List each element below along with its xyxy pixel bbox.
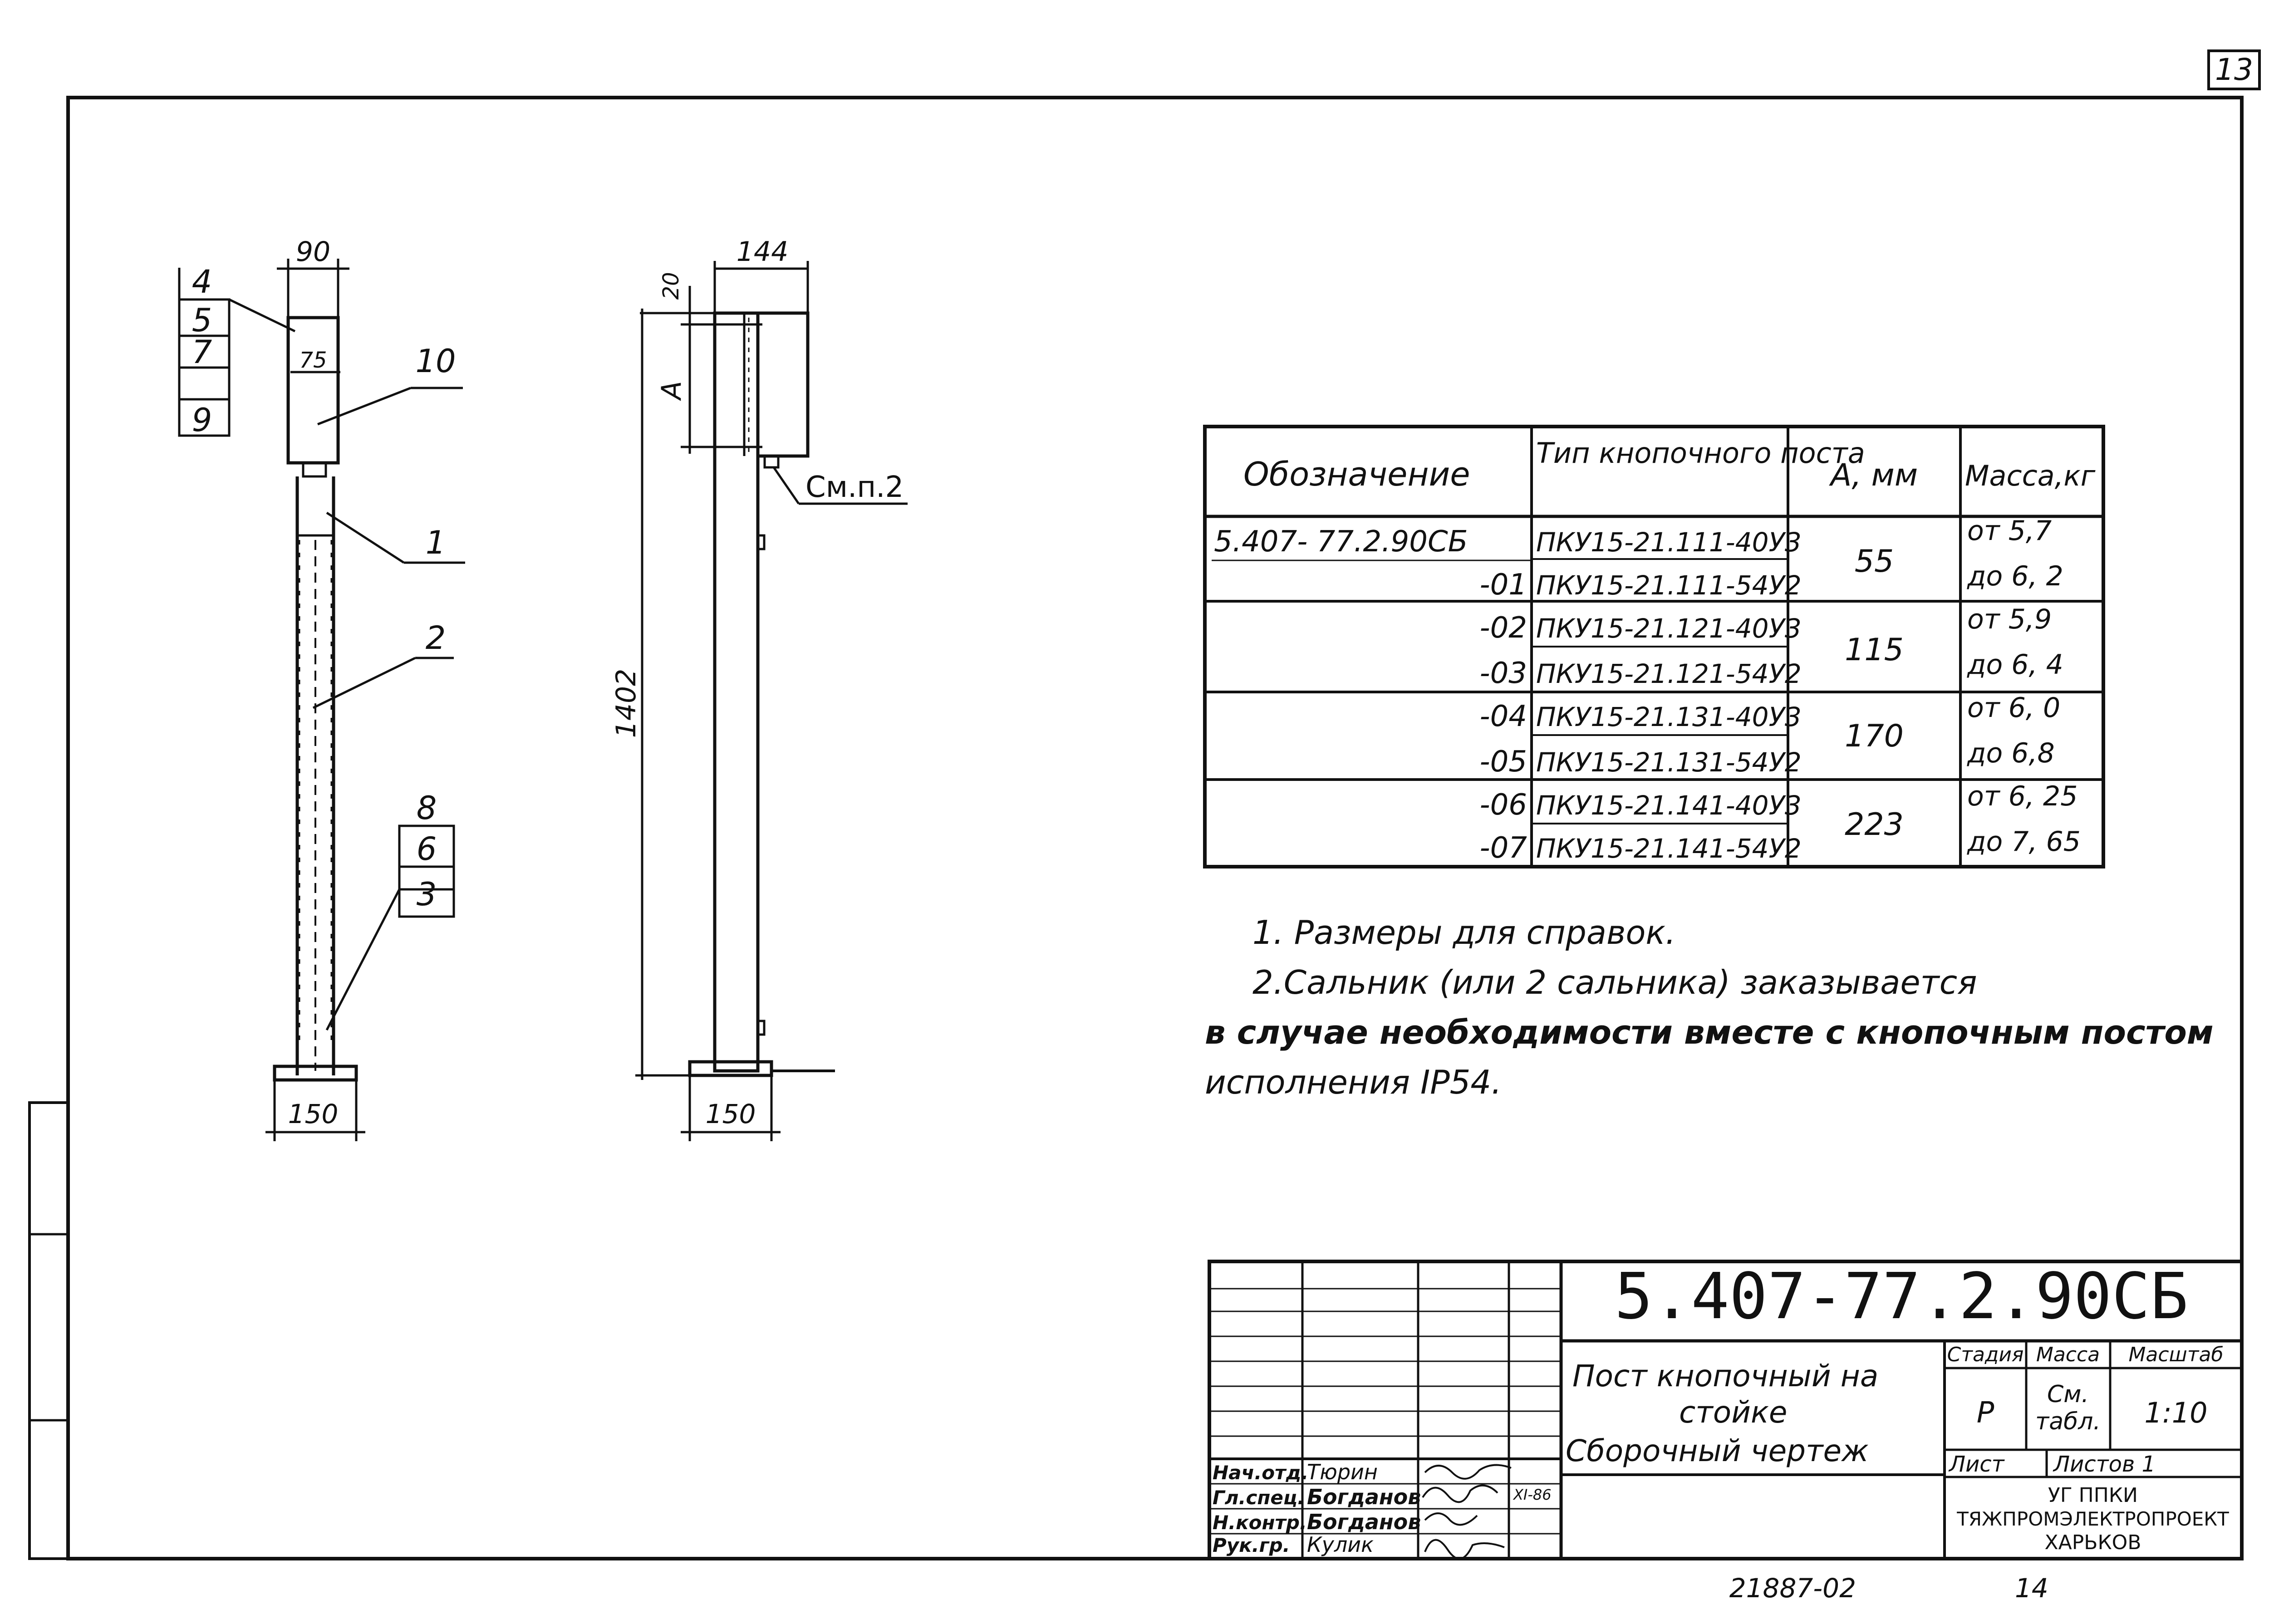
mass-from-3: от 6, 25 bbox=[1967, 780, 2077, 812]
mass-from-1: от 5,9 bbox=[1967, 603, 2052, 635]
type-7: ПКУ15-21.141-54У2 bbox=[1536, 833, 1802, 864]
sig-name-2: Богданов bbox=[1307, 1510, 1421, 1534]
title-block bbox=[1208, 1260, 2244, 1560]
note-2-end: исполнения IP54. bbox=[1205, 1063, 1502, 1101]
org-line-3: ХАРЬКОВ bbox=[2044, 1531, 2141, 1554]
callout-10: 10 bbox=[415, 343, 456, 380]
mass-value-2: табл. bbox=[2035, 1408, 2101, 1435]
a-value-0: 55 bbox=[1855, 544, 1894, 579]
org-line-2: ТЯЖПРОМЭЛЕКТРОПРОЕКТ bbox=[1956, 1508, 2229, 1530]
callout-5: 5 bbox=[192, 302, 212, 339]
callout-2: 2 bbox=[426, 619, 446, 657]
a-value-2: 170 bbox=[1845, 718, 1904, 754]
callout-3: 3 bbox=[417, 876, 437, 913]
sig-name-1: Богданов bbox=[1307, 1485, 1421, 1509]
variants-table bbox=[1203, 425, 2105, 868]
designation-0: 5.407- 77.2.90СБ bbox=[1214, 525, 1468, 559]
page-number: 13 bbox=[2215, 52, 2253, 87]
callout-7: 7 bbox=[192, 334, 212, 371]
head-box bbox=[286, 316, 340, 465]
sig-name-0: Тюрин bbox=[1307, 1460, 1378, 1484]
side-view bbox=[635, 261, 908, 1141]
dim-150-front: 150 bbox=[288, 1099, 339, 1129]
dim-150-side: 150 bbox=[706, 1099, 756, 1129]
a-value-3: 223 bbox=[1845, 807, 1904, 843]
table-header-mass: Масса,кг bbox=[1965, 459, 2096, 492]
sign-date: XI-86 bbox=[1513, 1486, 1552, 1503]
mass-from-2: от 6, 0 bbox=[1967, 692, 2060, 724]
type-6: ПКУ15-21.141-40У3 bbox=[1536, 790, 1802, 821]
callout-1: 1 bbox=[426, 524, 446, 561]
sig-role-2: Н.контр. bbox=[1213, 1511, 1307, 1534]
title-line-1: Пост кнопочный на bbox=[1572, 1359, 1878, 1393]
type-4: ПКУ15-21.131-40У3 bbox=[1536, 702, 1802, 732]
mass-value-1: См. bbox=[2047, 1381, 2089, 1408]
designation-4: -04 bbox=[1479, 700, 1527, 733]
mass-to-3: до 7, 65 bbox=[1967, 826, 2081, 858]
side-post bbox=[713, 311, 760, 1073]
stage-value: Р bbox=[1977, 1396, 1994, 1430]
dim-90: 90 bbox=[296, 236, 330, 268]
table-header-designation: Обозначение bbox=[1243, 455, 1470, 493]
footer-code: 21887-02 bbox=[1729, 1573, 1856, 1604]
designation-2: -02 bbox=[1479, 611, 1527, 645]
handwritten-signatures bbox=[1422, 1464, 1512, 1560]
doc-code: 5.407-77.2.90СБ bbox=[1615, 1260, 2188, 1334]
dim-1402: 1402 bbox=[610, 669, 642, 738]
type-0: ПКУ15-21.111-40У3 bbox=[1536, 527, 1802, 558]
binding-strip bbox=[28, 1101, 69, 1560]
type-5: ПКУ15-21.131-54У2 bbox=[1536, 747, 1802, 778]
drawing-frame bbox=[66, 96, 2244, 1560]
callout-4: 4 bbox=[192, 263, 212, 300]
org-line-1: УГ ППКИ bbox=[2048, 1484, 2138, 1507]
note-2: 2.Сальник (или 2 сальника) заказывается bbox=[1252, 963, 1977, 1001]
a-value-1: 115 bbox=[1845, 632, 1904, 668]
table-header-a: А, мм bbox=[1829, 457, 1918, 493]
stage-label: Стадия bbox=[1947, 1343, 2024, 1366]
dim-75: 75 bbox=[299, 348, 327, 373]
base-plate bbox=[273, 1065, 358, 1082]
callout-8: 8 bbox=[417, 790, 437, 827]
mass-to-2: до 6,8 bbox=[1967, 737, 2055, 769]
callout-6: 6 bbox=[417, 830, 437, 868]
table-header-type: Тип кнопочного поста bbox=[1536, 437, 1865, 470]
side-head-box bbox=[756, 311, 810, 458]
note-ref: См.п.2 bbox=[805, 471, 904, 504]
dim-20: 20 bbox=[658, 272, 684, 299]
designation-1: -01 bbox=[1479, 568, 1527, 602]
designation-6: -06 bbox=[1479, 788, 1527, 822]
sig-role-1: Гл.спец. bbox=[1213, 1487, 1305, 1509]
designation-3: -03 bbox=[1479, 657, 1527, 690]
type-3: ПКУ15-21.121-54У2 bbox=[1536, 658, 1802, 689]
page-number-box bbox=[2207, 49, 2261, 90]
front-view bbox=[178, 259, 465, 1141]
dim-144: 144 bbox=[737, 236, 789, 268]
title-line-3: Сборочный чертеж bbox=[1566, 1433, 1869, 1468]
mass-label: Масса bbox=[2036, 1343, 2100, 1366]
type-2: ПКУ15-21.121-40У3 bbox=[1536, 613, 1802, 644]
designation-7: -07 bbox=[1479, 831, 1527, 865]
footer-page: 14 bbox=[2015, 1573, 2048, 1604]
dim-a: A bbox=[656, 381, 688, 401]
sheet-label: Лист bbox=[1948, 1452, 2005, 1477]
sig-name-3: Кулик bbox=[1307, 1532, 1374, 1557]
type-1: ПКУ15-21.111-54У2 bbox=[1536, 570, 1802, 601]
scale-label: Масштаб bbox=[2128, 1343, 2223, 1366]
sheets-label: Листов 1 bbox=[2053, 1452, 2156, 1477]
callout-9: 9 bbox=[192, 402, 212, 439]
note-1: 1. Размеры для справок. bbox=[1252, 913, 1676, 952]
mass-from-0: от 5,7 bbox=[1967, 515, 2052, 547]
title-line-2: стойке bbox=[1679, 1395, 1787, 1430]
sig-role-0: Нач.отд. bbox=[1213, 1462, 1308, 1484]
mass-to-0: до 6, 2 bbox=[1967, 560, 2063, 592]
note-2-cont: в случае необходимости вместе с кнопочны… bbox=[1205, 1013, 2214, 1051]
mass-to-1: до 6, 4 bbox=[1967, 649, 2063, 681]
scale-value: 1:10 bbox=[2144, 1396, 2207, 1429]
sig-role-3: Рук.гр. bbox=[1213, 1534, 1290, 1556]
designation-5: -05 bbox=[1479, 745, 1527, 779]
